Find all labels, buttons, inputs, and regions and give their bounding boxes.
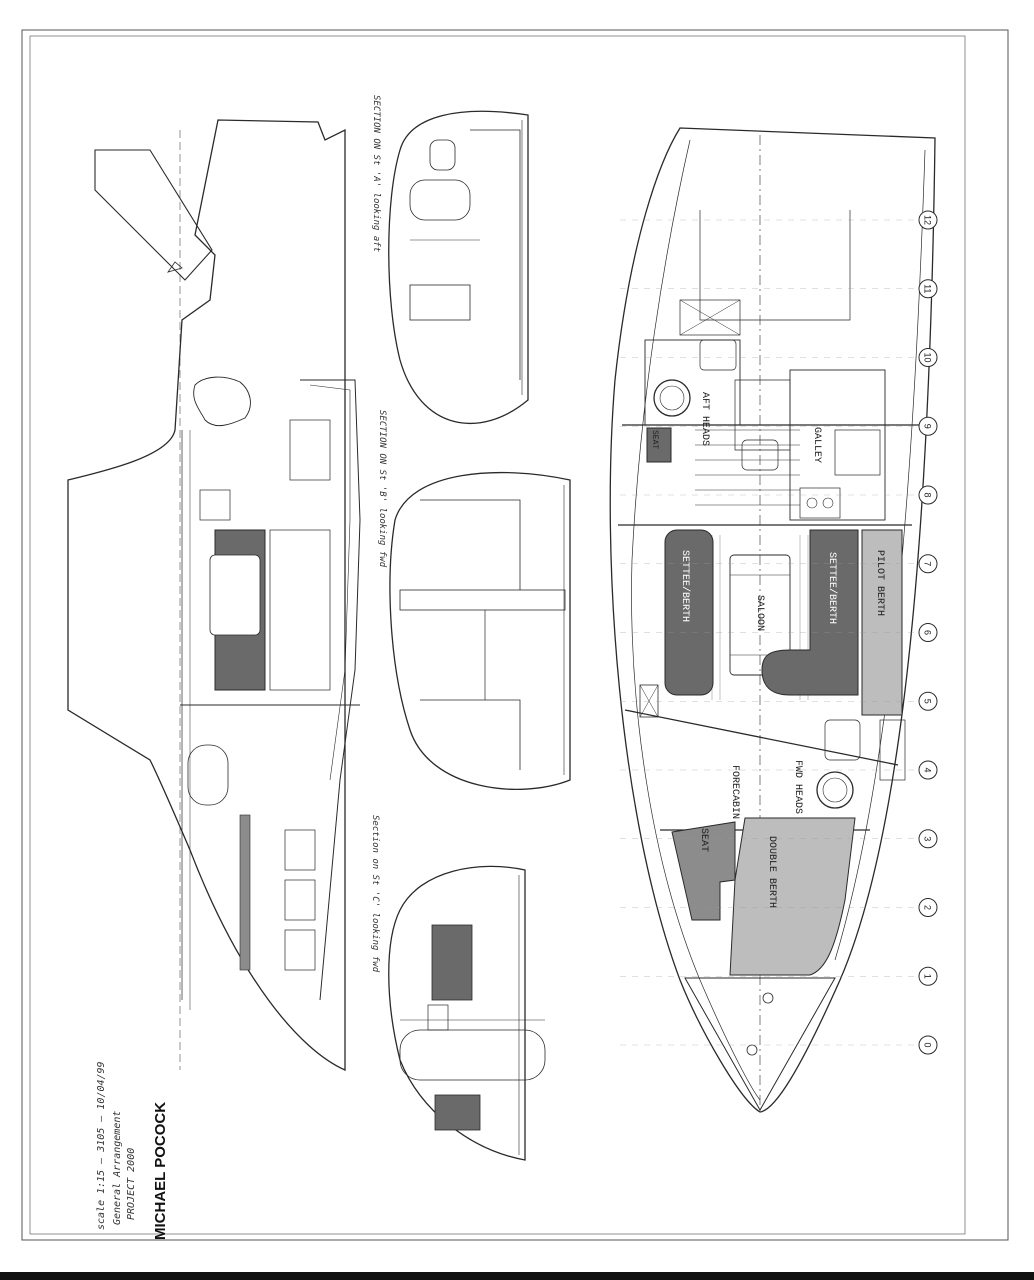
section-b-outline	[389, 471, 571, 790]
sheet-inner-border	[29, 35, 966, 1235]
label-aft-seat: SEAT	[650, 430, 659, 449]
saloon-table	[729, 554, 791, 676]
station-number-4: 4	[923, 767, 933, 772]
project-name: PROJECT 2000	[126, 1147, 137, 1220]
aft-seat-fill	[646, 427, 672, 463]
label-saloon: SALOON	[754, 595, 765, 631]
label-forecabin: FORECABIN	[729, 765, 740, 819]
label-settee-port: SETTEE/BERTH	[679, 550, 691, 622]
station-circle-12	[918, 210, 938, 230]
double-berth-fill	[729, 817, 856, 976]
station-number-6: 6	[923, 630, 933, 635]
station-circle-8	[918, 485, 938, 505]
section-b-title: SECTION ON St 'B' looking fwd	[377, 410, 387, 568]
station-number-8: 8	[923, 492, 933, 497]
rudder	[94, 149, 213, 281]
title-block: MICHAEL POCOCK PROJECT 2000 General Arra…	[62, 1061, 169, 1240]
profile-view	[67, 119, 361, 1072]
station-number-2: 2	[923, 905, 933, 910]
section-a-outline	[388, 110, 529, 425]
fwd-heads-basin	[824, 719, 861, 761]
station-number-11: 11	[923, 284, 933, 293]
designer-name: MICHAEL POCOCK	[152, 1101, 169, 1240]
plan-deck-line	[631, 139, 761, 1101]
label-settee-stbd: SETTEE/BERTH	[826, 552, 838, 624]
plan-room-labels: AFT HEADS GALLEY SALOON SETTEE/BERTH SET…	[650, 392, 885, 908]
station-circle-5	[918, 691, 938, 711]
sections	[388, 110, 571, 1161]
plan-fills	[646, 427, 903, 976]
cabin-trunk	[300, 379, 361, 1001]
label-pilot-berth: PILOT BERTH	[874, 550, 885, 616]
station-number-9: 9	[923, 424, 933, 429]
aft-heads-wc	[653, 379, 691, 417]
label-galley: GALLEY	[811, 427, 822, 463]
pilot-berth-fill	[861, 529, 903, 716]
station-circle-3	[918, 829, 938, 849]
station-circle-2	[918, 898, 938, 917]
label-double-berth: DOUBLE BERTH	[766, 836, 777, 908]
chart-seat	[734, 379, 791, 451]
galley-sink	[799, 487, 841, 519]
section-c-berth-fill	[431, 924, 473, 1001]
bottom-edge-bar	[0, 1272, 1034, 1280]
section-c-lower-fill	[434, 1094, 481, 1131]
station-number-0: 0	[923, 1042, 933, 1047]
sheet-border	[21, 29, 1009, 1241]
plan-hull-outline	[609, 127, 936, 1113]
station-circle-0	[918, 1035, 938, 1055]
section-c-title: Section on St 'C' looking fwd	[370, 815, 380, 973]
hanging-locker	[879, 719, 906, 781]
aft-heads-basin	[699, 339, 737, 371]
profile-saloon-table	[209, 554, 261, 636]
profile-hull-outline	[67, 119, 346, 1072]
engine	[193, 376, 251, 427]
station-circle-10	[918, 348, 938, 367]
station-number-1: 1	[923, 974, 933, 979]
aft-locker	[679, 299, 741, 336]
station-number-5: 5	[923, 699, 933, 704]
station-number-7: 7	[923, 561, 933, 566]
companionway-steps	[695, 429, 800, 506]
station-circle-1	[918, 966, 938, 986]
station-number-12: 12	[923, 215, 933, 225]
section-c-outline	[388, 865, 526, 1161]
forecabin-seat-fill	[671, 821, 736, 921]
station-circle-9	[918, 416, 938, 436]
station-circle-11	[918, 279, 938, 299]
galley-counter	[789, 369, 886, 521]
settee-berth-stbd-fill	[761, 529, 859, 696]
settee-berth-port-fill	[664, 529, 714, 696]
cockpit-outline	[699, 210, 851, 321]
bulkhead-saloon-fwd	[624, 709, 899, 766]
station-number-3: 3	[923, 836, 933, 841]
station-circle-4	[918, 760, 938, 780]
label-fwd-heads: FWD HEADS	[792, 760, 803, 814]
station-circle-7	[918, 554, 938, 574]
label-seat: SEAT	[698, 828, 709, 852]
fwd-heads-wc	[816, 771, 854, 809]
label-aft-heads: AFT HEADS	[699, 392, 710, 446]
chain-locker	[762, 992, 774, 1004]
station-number-10: 10	[923, 352, 933, 362]
galley-stove	[834, 429, 881, 476]
station-circle-6	[918, 623, 938, 642]
aft-heads-compartment	[644, 339, 741, 426]
section-titles: SECTION ON St 'A' looking aft SECTION ON…	[370, 95, 387, 973]
profile-fwd-berth	[187, 744, 229, 806]
sheet-title: General Arrangement	[112, 1110, 123, 1225]
scale-line: scale 1:15 — 3105 — 10/04/99	[96, 1061, 107, 1230]
section-a-title: SECTION ON St 'A' looking aft	[371, 95, 381, 252]
mast-step	[639, 684, 659, 718]
